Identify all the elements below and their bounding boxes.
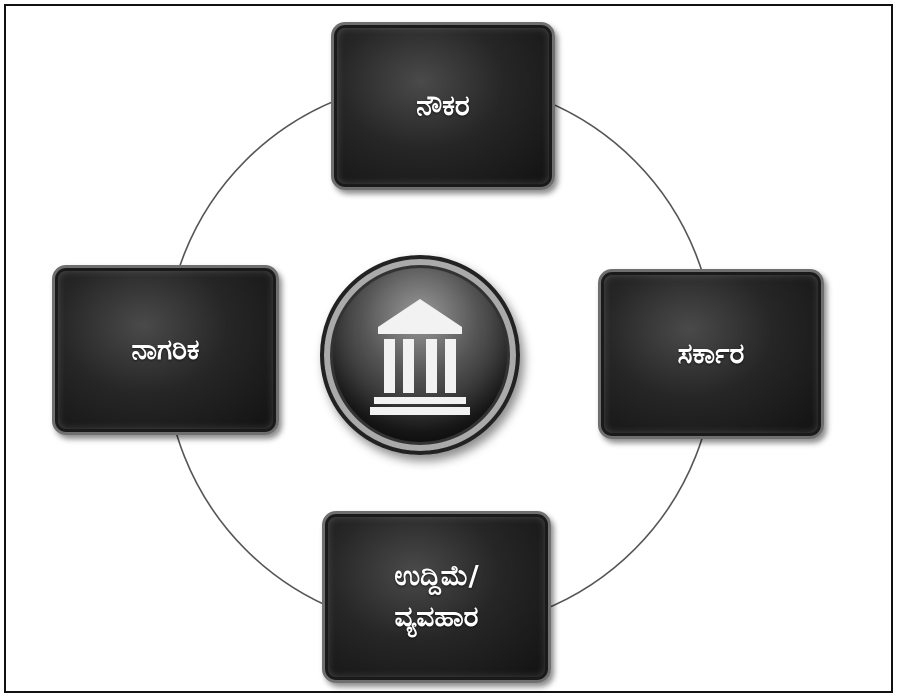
node-right-label: ಸರ್ಕಾರ — [677, 336, 745, 370]
government-building-icon — [370, 299, 470, 415]
node-bottom-label: ಉದ್ದಿಮೆ/ ವ್ಯವಹಾರ — [394, 559, 479, 633]
node-left-label: ನಾಗರಿಕ — [131, 332, 200, 366]
node-bottom: ಉದ್ದಿಮೆ/ ವ್ಯವಹಾರ — [322, 511, 551, 683]
node-top: ನೌಕರ — [331, 22, 555, 190]
node-top-label: ನೌಕರ — [416, 88, 470, 122]
node-left: ನಾಗರಿಕ — [52, 265, 279, 435]
hub-circle — [320, 255, 520, 455]
node-right: ಸರ್ಕಾರ — [598, 269, 824, 439]
